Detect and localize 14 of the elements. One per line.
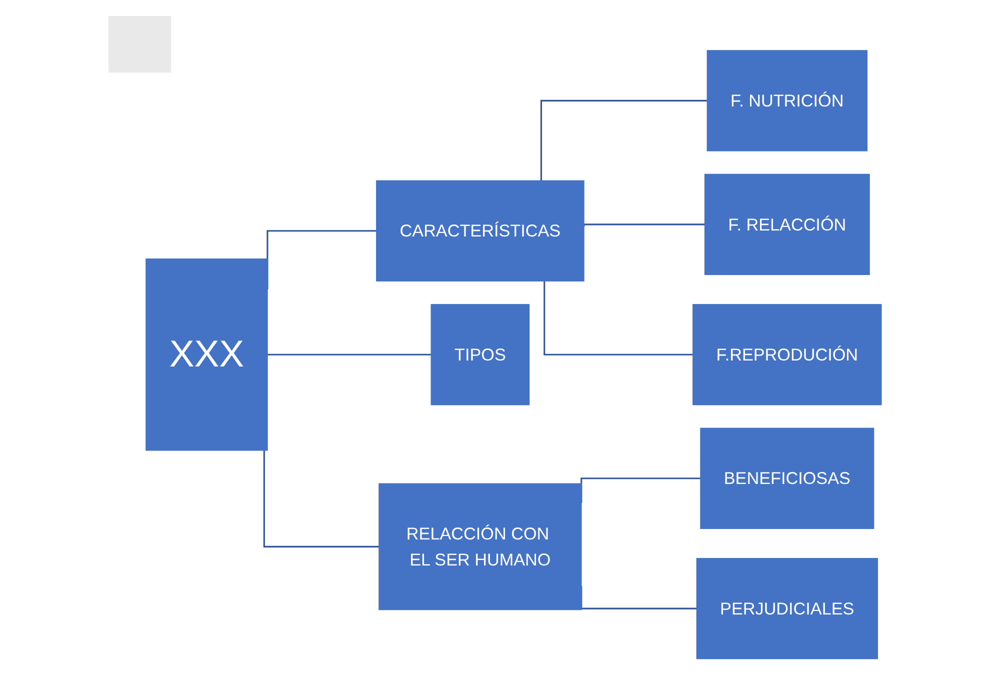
node-box: BENEFICIOSAS xyxy=(700,428,874,529)
node-box: F.REPRODUCIÓN xyxy=(692,304,882,406)
node-box: F. NUTRICIÓN xyxy=(706,50,868,152)
node-box: CARACTERÍSTICAS xyxy=(376,180,584,282)
connector xyxy=(540,100,708,181)
node-box: PERJUDICIALES xyxy=(696,558,878,660)
connector xyxy=(583,224,705,227)
connector xyxy=(263,450,379,548)
node-box: RELACCIÓN CON EL SER HUMANO xyxy=(378,483,582,610)
node-box: F. RELACCIÓN xyxy=(704,174,870,276)
node-box: XXX xyxy=(146,258,268,451)
connector xyxy=(266,354,432,356)
connector xyxy=(544,281,693,356)
node-box: TIPOS xyxy=(430,304,530,406)
